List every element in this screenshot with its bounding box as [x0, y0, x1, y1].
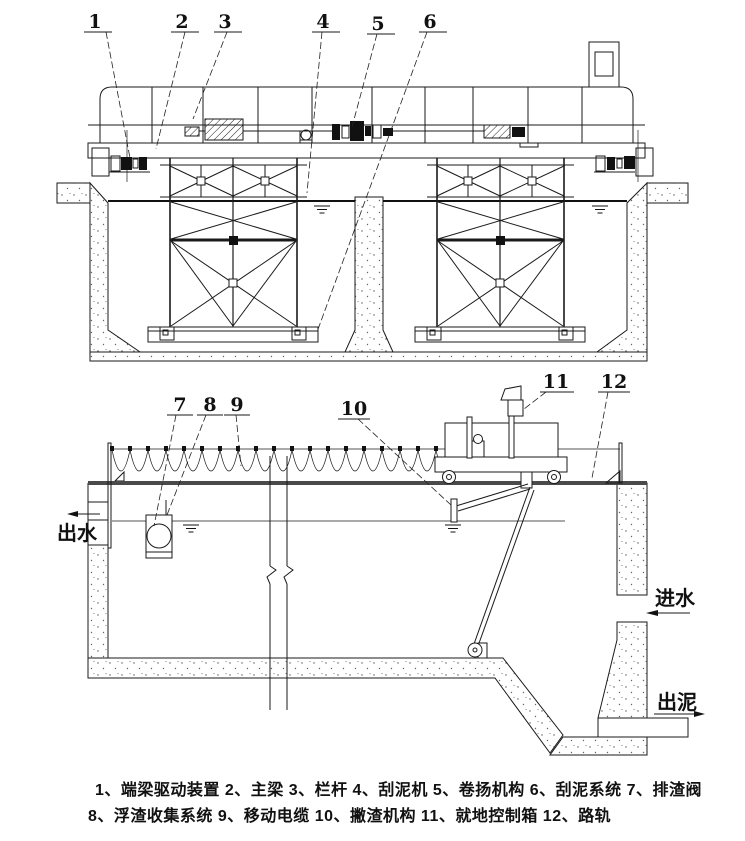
rail-end-stop — [604, 469, 621, 484]
tank-floor — [89, 351, 648, 362]
center-dividing-wall — [344, 196, 394, 353]
bridge-control-cabinet — [588, 41, 620, 88]
callout-6: 6 — [423, 11, 436, 33]
callout-5: 5 — [371, 13, 384, 35]
tank-floor-slab — [87, 657, 564, 754]
callout-7: 7 — [173, 394, 186, 416]
railing-top-rail — [99, 86, 634, 143]
scum-collection-float — [145, 500, 173, 559]
skimmer-trolley — [434, 385, 568, 489]
callout-11: 11 — [543, 371, 569, 393]
cable-post-left — [107, 442, 112, 549]
winch-mechanism — [184, 118, 539, 148]
callout-2: 2 — [175, 11, 188, 33]
top-view-section — [56, 41, 689, 362]
sludge-outlet-label: 出泥 — [657, 691, 697, 714]
callout-8: 8 — [203, 394, 216, 416]
right-tank-wall — [595, 181, 648, 353]
bottom-view-callouts: 7 8 9 10 11 12 — [153, 371, 630, 527]
callout-12: 12 — [601, 371, 627, 393]
callout-10: 10 — [341, 398, 367, 420]
left-tank-wall — [89, 181, 142, 353]
callout-1: 1 — [88, 11, 101, 33]
sludge-outlet-pipe — [563, 717, 689, 738]
top-view-callouts: 1 2 3 4 5 6 — [84, 11, 447, 333]
right-wall-ledge — [646, 182, 689, 204]
bottom-view-section — [67, 385, 705, 756]
callout-9: 9 — [230, 394, 243, 416]
end-beam-drive-left — [91, 130, 150, 182]
legend-line-1: 1、端梁驱动装置 2、主梁 3、栏杆 4、刮泥机 5、卷扬机构 6、刮泥系统 7… — [95, 780, 702, 799]
callout-4: 4 — [316, 11, 329, 33]
vertical-pipe — [266, 456, 294, 710]
parts-legend: 1、端梁驱动装置 2、主梁 3、栏杆 4、刮泥机 5、卷扬机构 6、刮泥系统 7… — [88, 780, 702, 825]
end-beam-drive-right — [594, 130, 654, 182]
callout-3: 3 — [218, 11, 231, 33]
inlet-water-arrow — [646, 610, 690, 616]
left-wall-ledge — [56, 182, 91, 204]
outlet-water-arrow — [67, 511, 100, 517]
outlet-water-label: 出水 — [57, 522, 98, 545]
legend-line-2: 8、浮渣收集系统 9、移动电缆 10、撇渣机构 11、就地控制箱 12、路轨 — [88, 806, 611, 825]
sludge-outlet-arrow — [654, 711, 705, 717]
inlet-water-label: 进水 — [655, 587, 696, 610]
local-control-box — [507, 399, 524, 417]
skimmer-arm — [450, 483, 535, 659]
